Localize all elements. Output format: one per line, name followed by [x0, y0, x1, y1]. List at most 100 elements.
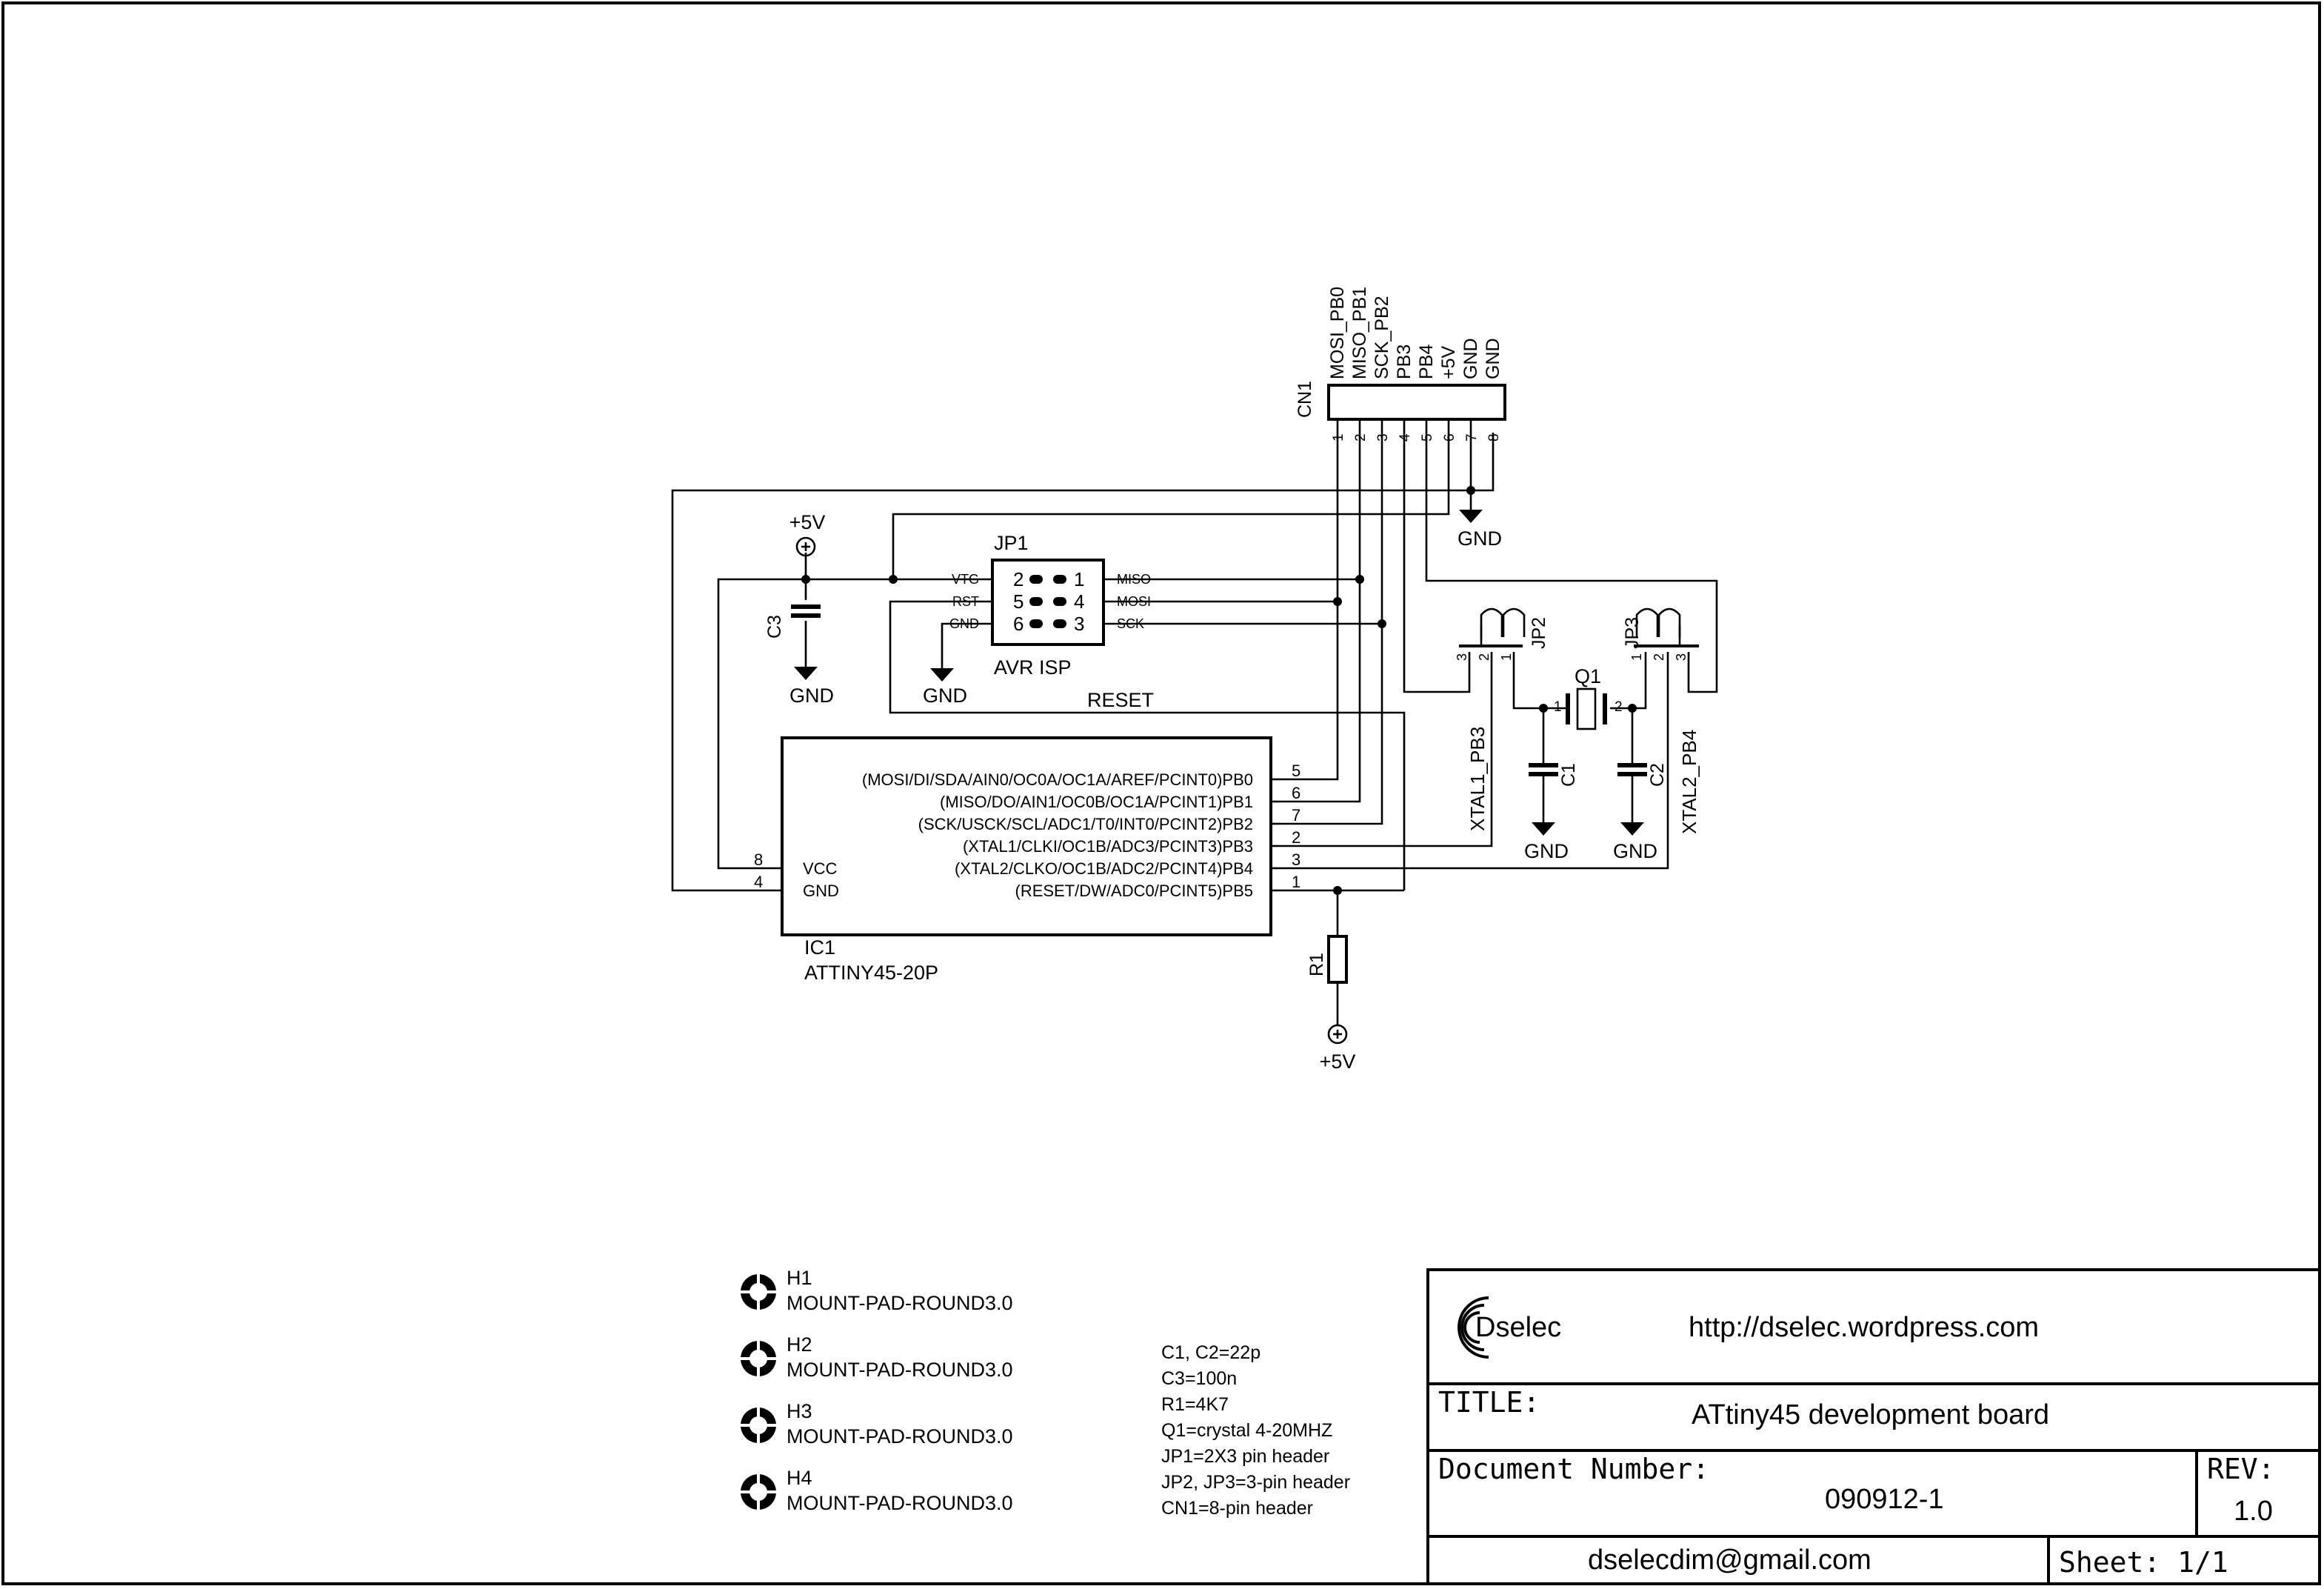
cn1-body: [1327, 384, 1506, 421]
cn1-ref: CN1: [1295, 381, 1315, 418]
logo-text: Dselec: [1475, 1312, 1561, 1343]
ic1-pin-label: (XTAL2/CLKO/OC1B/ADC2/PCINT4)PB4: [955, 859, 1253, 878]
wire-5v-net: [892, 433, 1450, 579]
cn1-pin-label: MISO_PB1: [1349, 287, 1370, 379]
jp1-pin-pad: [1053, 619, 1066, 628]
bom-note: JP1=2X3 pin header: [1161, 1446, 1329, 1467]
cn1-pin-label: GND: [1483, 338, 1503, 379]
jp3-pin2: 2: [1652, 653, 1666, 661]
junctions: [801, 486, 1637, 895]
gnd-symbol-c1: GND: [1524, 822, 1569, 862]
cn1-pin-number: 2: [1353, 433, 1369, 442]
wire-pb3-jp2: [1403, 433, 1471, 693]
ic1-pin-label: (MOSI/DI/SDA/AIN0/OC0A/OC1A/AREF/PCINT0)…: [862, 770, 1253, 789]
q1-pin1: 1: [1554, 699, 1562, 715]
gnd-symbol-jp1: GND: [923, 668, 967, 707]
doc-number-label: Document Number:: [1438, 1453, 1709, 1485]
vcc-label: +5V: [789, 511, 826, 533]
q1-ref: Q1: [1575, 665, 1601, 687]
junction-dot: [1333, 886, 1342, 895]
ic1-ref: IC1: [804, 936, 835, 959]
ic1-pin-number: 5: [1292, 762, 1300, 780]
wire-cn1-pin8: [1471, 433, 1495, 492]
ic1-pin-label: (MISO/DO/AIN1/OC0B/OC1A/PCINT1)PB1: [940, 793, 1253, 811]
mounting-holes: H1MOUNT-PAD-ROUND3.0H2MOUNT-PAD-ROUND3.0…: [739, 1267, 1013, 1514]
wire-gnd-net: [671, 489, 1471, 892]
jp1-right-pin: 4: [1074, 590, 1084, 613]
wire-pb0: [1278, 433, 1339, 781]
wire-pb2: [1278, 433, 1383, 825]
title-url: http://dselec.wordpress.com: [1689, 1312, 2039, 1343]
vcc-label: +5V: [1320, 1050, 1356, 1073]
resistor-r1: R1: [1306, 935, 1348, 984]
vcc-symbol-c3: +5V: [789, 511, 826, 557]
jp1-left-signal: VTG: [952, 572, 979, 587]
r1-ref: R1: [1306, 953, 1327, 976]
net-label-reset: RESET: [1087, 689, 1154, 711]
junction-dot: [1355, 575, 1364, 584]
bom-note: Q1=crystal 4-20MHZ: [1161, 1420, 1332, 1441]
bom-note: C3=100n: [1161, 1368, 1237, 1389]
cn1-pin-label: MOSI_PB0: [1327, 287, 1348, 379]
jp1-pin-pad: [1053, 597, 1066, 606]
wire-jp2-q1: [1512, 652, 1543, 710]
cn1-connector: CN1 1MOSI_PB02MISO_PB13SCK_PB24PB35PB46+…: [1295, 287, 1506, 442]
jp1-right-signal: MISO: [1117, 572, 1151, 587]
ic1-pin-label: VCC: [803, 859, 838, 878]
junction-dot: [1378, 619, 1386, 628]
cn1-pin-number: 7: [1464, 433, 1480, 442]
wire-ic-vcc: [717, 578, 806, 870]
jp2-pin3: 3: [1455, 653, 1469, 661]
gnd-label: GND: [923, 684, 967, 707]
cn1-pin-label: SCK_PB2: [1372, 296, 1392, 379]
q1-pin2: 2: [1615, 699, 1623, 715]
doc-number: 090912-1: [1825, 1484, 1944, 1515]
hole-part: MOUNT-PAD-ROUND3.0: [787, 1492, 1013, 1514]
gnd-label: GND: [1524, 840, 1569, 862]
wire-xtal1: [1278, 652, 1493, 847]
jp2-pin1: 1: [1499, 653, 1514, 661]
capacitor-c2: C2: [1617, 763, 1668, 787]
wire-xtal2: [1278, 652, 1669, 870]
jp2-ref: JP2: [1529, 617, 1549, 649]
capacitor-c1: C1: [1529, 763, 1579, 787]
sheet-number: Sheet: 1/1: [2059, 1546, 2228, 1579]
ic1-pin-label: (SCK/USCK/SCL/ADC1/T0/INT0/PCINT2)PB2: [918, 815, 1253, 833]
bom-note: CN1=8-pin header: [1161, 1498, 1313, 1519]
jp1-name: AVR ISP: [994, 656, 1072, 679]
hole-part: MOUNT-PAD-ROUND3.0: [787, 1292, 1013, 1314]
jp1-right-signal: MOSI: [1117, 594, 1151, 609]
junction-dot: [1466, 486, 1475, 495]
jp1-pin-pad: [1029, 597, 1043, 606]
junction-dot: [801, 575, 810, 584]
wire-jp1-gnd: [941, 622, 992, 668]
cn1-pin-number: 3: [1375, 433, 1391, 442]
ic1-pin-number: 1: [1292, 873, 1300, 891]
title-label: TITLE:: [1438, 1386, 1540, 1419]
hole-part: MOUNT-PAD-ROUND3.0: [787, 1359, 1013, 1381]
gnd-symbol-c3: GND: [789, 667, 834, 707]
gnd-label: GND: [1613, 840, 1657, 862]
wire-pb4-jp3: [1425, 433, 1718, 693]
cn1-pin-number: 8: [1486, 433, 1502, 442]
r1-body: [1327, 935, 1348, 984]
jp3-ref: JP3: [1622, 617, 1643, 649]
cn1-pin-number: 4: [1398, 433, 1413, 442]
title-text: ATtiny45 development board: [1692, 1399, 2049, 1430]
bom-note: R1=4K7: [1161, 1394, 1229, 1415]
jp2-pin2: 2: [1477, 653, 1492, 661]
email: dselecdim@gmail.com: [1588, 1545, 1871, 1576]
vcc-symbol-r1: +5V: [1320, 1024, 1356, 1073]
cn1-pin-label: +5V: [1438, 345, 1459, 379]
hole-ref: H2: [787, 1333, 812, 1356]
junction-dot: [1539, 704, 1548, 713]
junction-dot: [1628, 704, 1637, 713]
ic1-pin-number: 7: [1292, 806, 1300, 825]
jp1-pin-pad: [1029, 619, 1043, 628]
c2-ref: C2: [1647, 763, 1668, 787]
net-label-xtal2: XTAL2_PB4: [1678, 730, 1700, 834]
cn1-pin-label: GND: [1460, 338, 1481, 379]
